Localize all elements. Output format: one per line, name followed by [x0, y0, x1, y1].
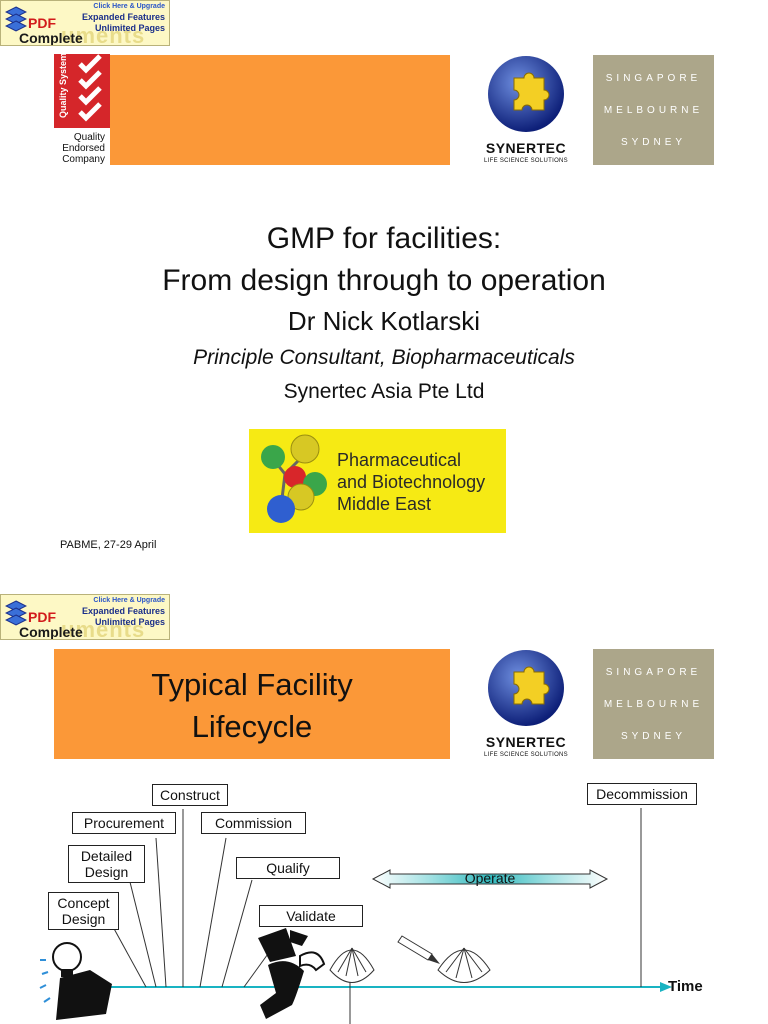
- slide1-footer: PABME, 27-29 April: [60, 539, 157, 551]
- badge-features-text: Expanded Features: [81, 606, 165, 616]
- badge-features-text: Expanded Features: [81, 12, 165, 22]
- city-sydney: SYDNEY: [620, 137, 687, 148]
- label-operate: Operate: [464, 870, 516, 886]
- shell-icon: [437, 947, 491, 983]
- author-company: Synertec Asia Pte Ltd: [283, 380, 485, 403]
- label-time: Time: [668, 978, 703, 995]
- quality-line-2: Endorsed: [62, 143, 105, 154]
- label-concept-design-line2: Design: [61, 911, 106, 927]
- label-decommission: Decommission: [587, 783, 697, 805]
- slide2-title-line2: Lifecycle: [191, 709, 313, 744]
- cities-box-2: SINGAPORE MELBOURNE SYDNEY: [593, 649, 714, 759]
- badge-pdf-label: PDF: [28, 609, 56, 625]
- event-line-1: Pharmaceutical: [337, 450, 462, 470]
- slide1-title-line2: From design through to operation: [162, 264, 606, 297]
- pdf-complete-badge[interactable]: uments PDF Complete Click Here & Upgrade…: [0, 0, 170, 46]
- label-detailed-design: Detailed Design: [68, 845, 145, 883]
- quality-endorsed-text: Quality Endorsed Company: [50, 132, 105, 165]
- label-validate: Validate: [259, 905, 363, 927]
- molecule-icon: [261, 434, 327, 523]
- lifecycle-diagram: [39, 808, 672, 1024]
- label-concept-design-line1: Concept: [57, 895, 110, 911]
- label-detailed-design-line2: Design: [84, 864, 129, 880]
- label-qualify: Qualify: [236, 857, 340, 879]
- city-singapore: SINGAPORE: [605, 667, 702, 678]
- globe-puzzle-icon: [488, 650, 564, 726]
- badge-ghost-text: uments: [61, 617, 146, 640]
- globe-puzzle-icon: [488, 56, 564, 132]
- synertec-logo-2: SYNERTEC LIFE SCIENCE SOLUTIONS: [476, 646, 576, 764]
- badge-complete-label: Complete: [19, 624, 83, 640]
- synertec-wordmark: SYNERTEC: [485, 140, 567, 156]
- event-line-3: Middle East: [337, 494, 432, 514]
- operate-double-arrow: [371, 869, 609, 889]
- label-procurement: Procurement: [72, 812, 176, 834]
- badge-upgrade-link[interactable]: Click Here & Upgrade: [93, 597, 165, 604]
- celebrating-person-icon: [258, 928, 326, 1019]
- badge-complete-label: Complete: [19, 30, 83, 46]
- badge-pages-text: Unlimited Pages: [94, 617, 165, 627]
- city-melbourne: MELBOURNE: [603, 699, 704, 710]
- layers-icon: [5, 6, 27, 32]
- label-detailed-design-line1: Detailed: [80, 848, 133, 864]
- slide1-title-line1: GMP for facilities:: [266, 222, 502, 255]
- badge-pdf-label: PDF: [28, 15, 56, 31]
- pabme-event-logo: Pharmaceutical and Biotechnology Middle …: [249, 429, 506, 533]
- label-construct: Construct: [152, 784, 228, 806]
- city-singapore: SINGAPORE: [605, 73, 702, 84]
- label-commission: Commission: [201, 812, 306, 834]
- pdf-complete-badge-2[interactable]: uments PDF Complete Click Here & Upgrade…: [0, 594, 170, 640]
- slide2-header-bar: Typical Facility Lifecycle: [54, 649, 450, 759]
- slide2-title-line1: Typical Facility: [151, 667, 353, 702]
- author-name: Dr Nick Kotlarski: [287, 306, 481, 336]
- timeline-arrowhead: [660, 982, 672, 992]
- author-role: Principle Consultant, Biopharmaceuticals: [193, 346, 575, 369]
- badge-upgrade-link[interactable]: Click Here & Upgrade: [93, 3, 165, 10]
- city-melbourne: MELBOURNE: [603, 105, 704, 116]
- synertec-tagline: LIFE SCIENCE SOLUTIONS: [484, 752, 568, 758]
- pencil-icon: [397, 935, 440, 964]
- checkmarks-icon: Quality System: [58, 53, 102, 122]
- event-line-2: and Biotechnology: [337, 472, 486, 492]
- quality-system-logo: Quality System: [54, 53, 110, 128]
- lightbulb-person-icon: [39, 942, 112, 1020]
- badge-pages-text: Unlimited Pages: [94, 23, 165, 33]
- cities-box: SINGAPORE MELBOURNE SYDNEY: [593, 55, 714, 165]
- quality-badge-text: Quality System: [58, 54, 68, 118]
- quality-line-3: Company: [62, 154, 105, 165]
- city-sydney: SYDNEY: [620, 731, 687, 742]
- synertec-tagline: LIFE SCIENCE SOLUTIONS: [484, 158, 568, 164]
- label-concept-design: Concept Design: [48, 892, 119, 930]
- slide1-header-bar: [110, 55, 450, 165]
- synertec-wordmark: SYNERTEC: [485, 734, 567, 750]
- quality-line-1: Quality: [73, 132, 105, 143]
- badge-ghost-text: uments: [61, 23, 146, 46]
- synertec-logo: SYNERTEC LIFE SCIENCE SOLUTIONS: [476, 52, 576, 170]
- shell-icon: [329, 947, 375, 983]
- layers-icon: [5, 600, 27, 626]
